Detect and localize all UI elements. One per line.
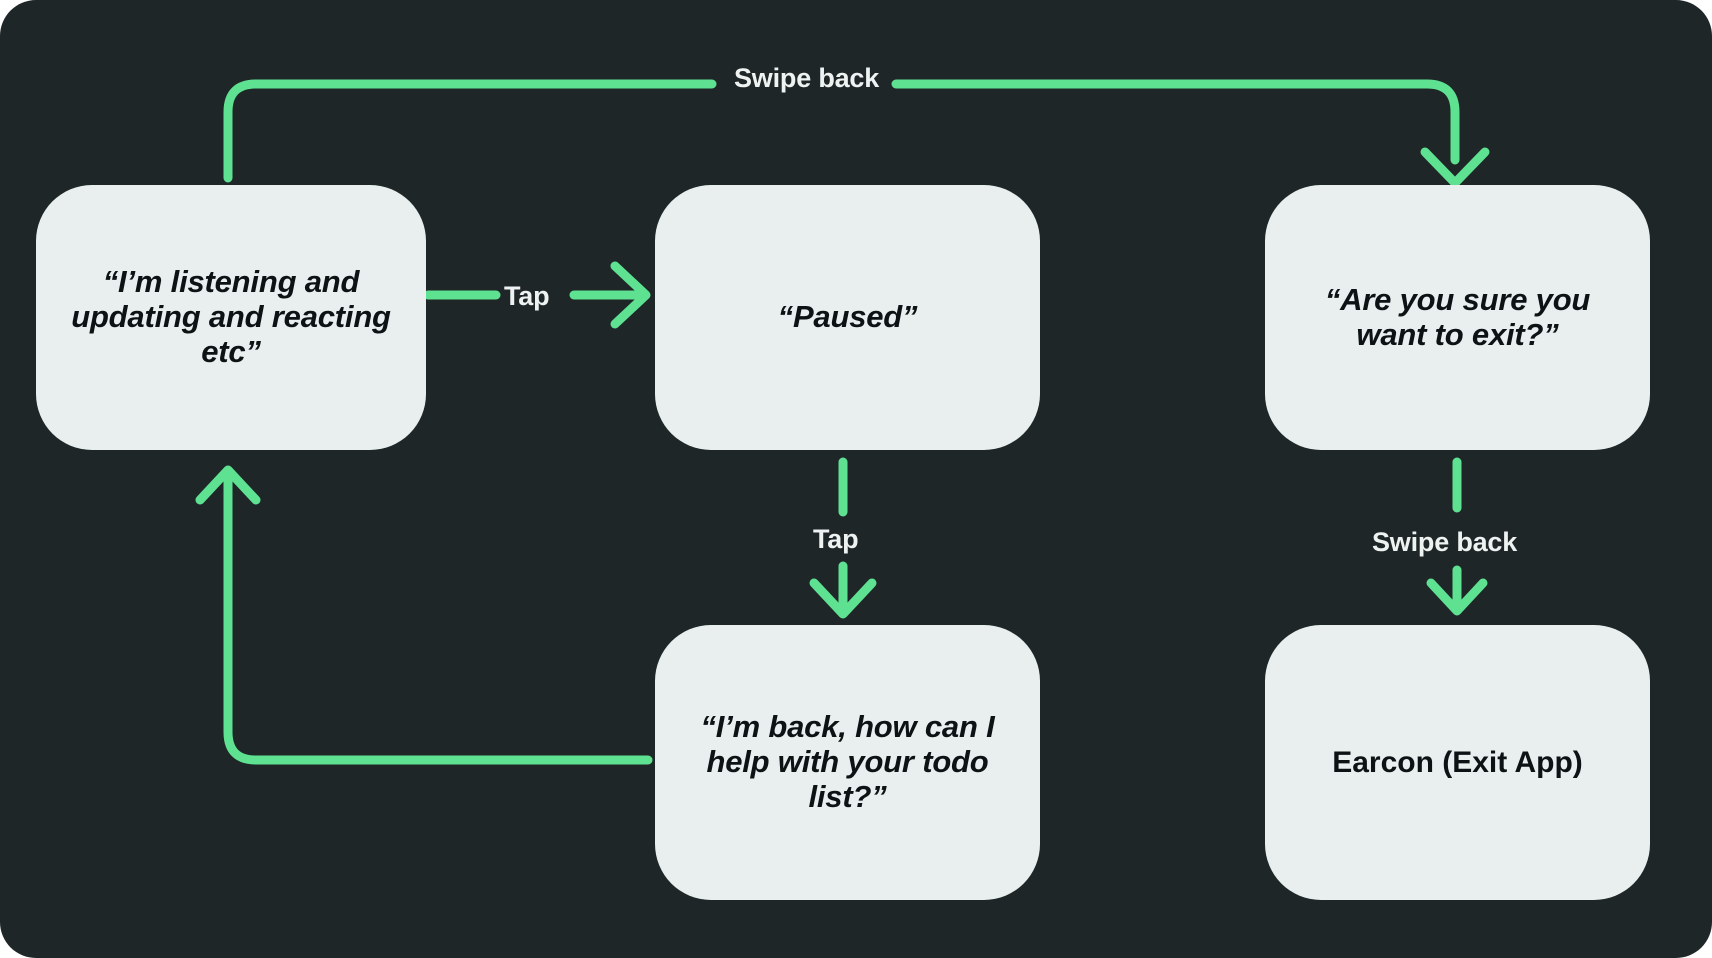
node-listening[interactable]: “I’m listening and updating and reacting… bbox=[36, 185, 426, 450]
node-confirm[interactable]: “Are you sure you want to exit?” bbox=[1265, 185, 1650, 450]
edge-listening-to-confirm-left bbox=[223, 79, 717, 183]
edge-back-to-listening-path bbox=[223, 473, 653, 765]
edge-label-swipe-back-confirm-to-earcon: Swipe back bbox=[1372, 527, 1518, 557]
edge-paused-to-back-arrowhead bbox=[809, 578, 877, 619]
node-back[interactable]: “I’m back, how can I help with your todo… bbox=[655, 625, 1040, 900]
node-earcon[interactable]: Earcon (Exit App) bbox=[1265, 625, 1650, 900]
edge-back-to-listening-arrowhead bbox=[195, 465, 261, 505]
edge-listening-to-paused-arrowhead bbox=[610, 261, 651, 329]
node-paused-label: “Paused” bbox=[777, 299, 918, 335]
node-listening-label: “I’m listening and updating and reacting… bbox=[71, 264, 391, 369]
node-earcon-label: Earcon (Exit App) bbox=[1332, 745, 1583, 779]
node-paused[interactable]: “Paused” bbox=[655, 185, 1040, 450]
edge-listening-to-confirm-arrowhead bbox=[1420, 147, 1490, 188]
edge-label-tap-paused-to-back: Tap bbox=[813, 524, 859, 554]
edge-confirm-to-earcon-arrowhead bbox=[1426, 578, 1488, 616]
node-back-label: “I’m back, how can I help with your todo… bbox=[700, 709, 995, 814]
edge-label-swipe-back-top: Swipe back bbox=[734, 63, 880, 93]
edge-label-tap-listening-to-paused: Tap bbox=[504, 281, 550, 311]
node-confirm-label: “Are you sure you want to exit?” bbox=[1324, 281, 1591, 352]
edge-listening-to-confirm-right bbox=[891, 79, 1460, 165]
